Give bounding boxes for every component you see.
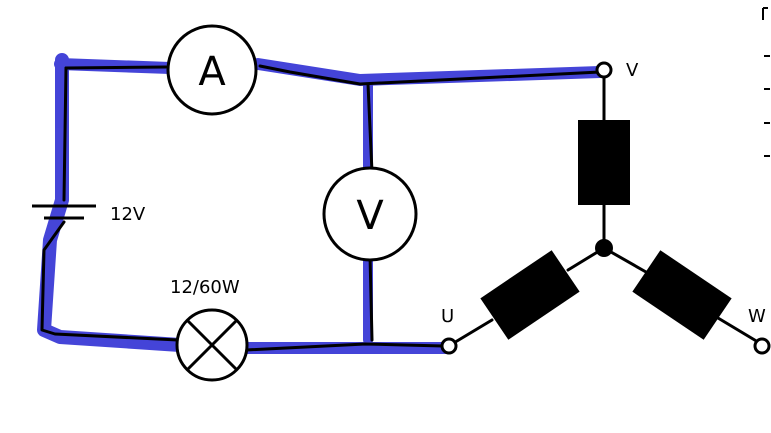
lamp-label: 12/60W xyxy=(170,277,240,298)
wire-top-right xyxy=(258,64,602,86)
wire-top-left xyxy=(64,65,168,70)
battery-label: 12V xyxy=(110,204,146,225)
wire-bottom-right xyxy=(244,342,445,352)
terminal-v xyxy=(595,61,613,79)
terminal-w xyxy=(753,337,771,355)
wires xyxy=(40,64,760,352)
coil-u xyxy=(480,250,580,340)
wire-u-coil-to-u xyxy=(450,318,494,346)
wire-voltmeter-bottom xyxy=(368,253,374,342)
lamp xyxy=(175,308,249,382)
wire-left-lower xyxy=(40,220,180,342)
terminal-label-v: V xyxy=(626,60,639,81)
coil-w xyxy=(632,250,732,340)
terminal-label-w: W xyxy=(748,306,766,327)
highlight-top-left xyxy=(37,53,187,352)
ammeter-circle xyxy=(166,24,258,116)
wire-voltmeter-top xyxy=(366,82,374,174)
coil-v xyxy=(578,120,630,205)
wire-left-upper xyxy=(62,66,68,202)
voltmeter: V xyxy=(322,166,418,262)
ammeter-symbol: A xyxy=(198,49,226,95)
cropped-text-marks xyxy=(762,7,770,157)
highlight-top-right xyxy=(252,58,606,86)
wire-w-coil-to-w xyxy=(716,316,760,344)
lamp-cross-2 xyxy=(185,318,239,372)
voltmeter-symbol: V xyxy=(356,193,384,239)
terminals xyxy=(440,61,771,355)
ammeter: A xyxy=(166,24,258,116)
battery xyxy=(32,204,96,220)
terminal-u xyxy=(440,337,458,355)
terminal-label-u: U xyxy=(441,306,454,327)
star-point xyxy=(595,239,613,257)
voltmeter-circle xyxy=(322,166,418,262)
coils xyxy=(480,120,732,340)
